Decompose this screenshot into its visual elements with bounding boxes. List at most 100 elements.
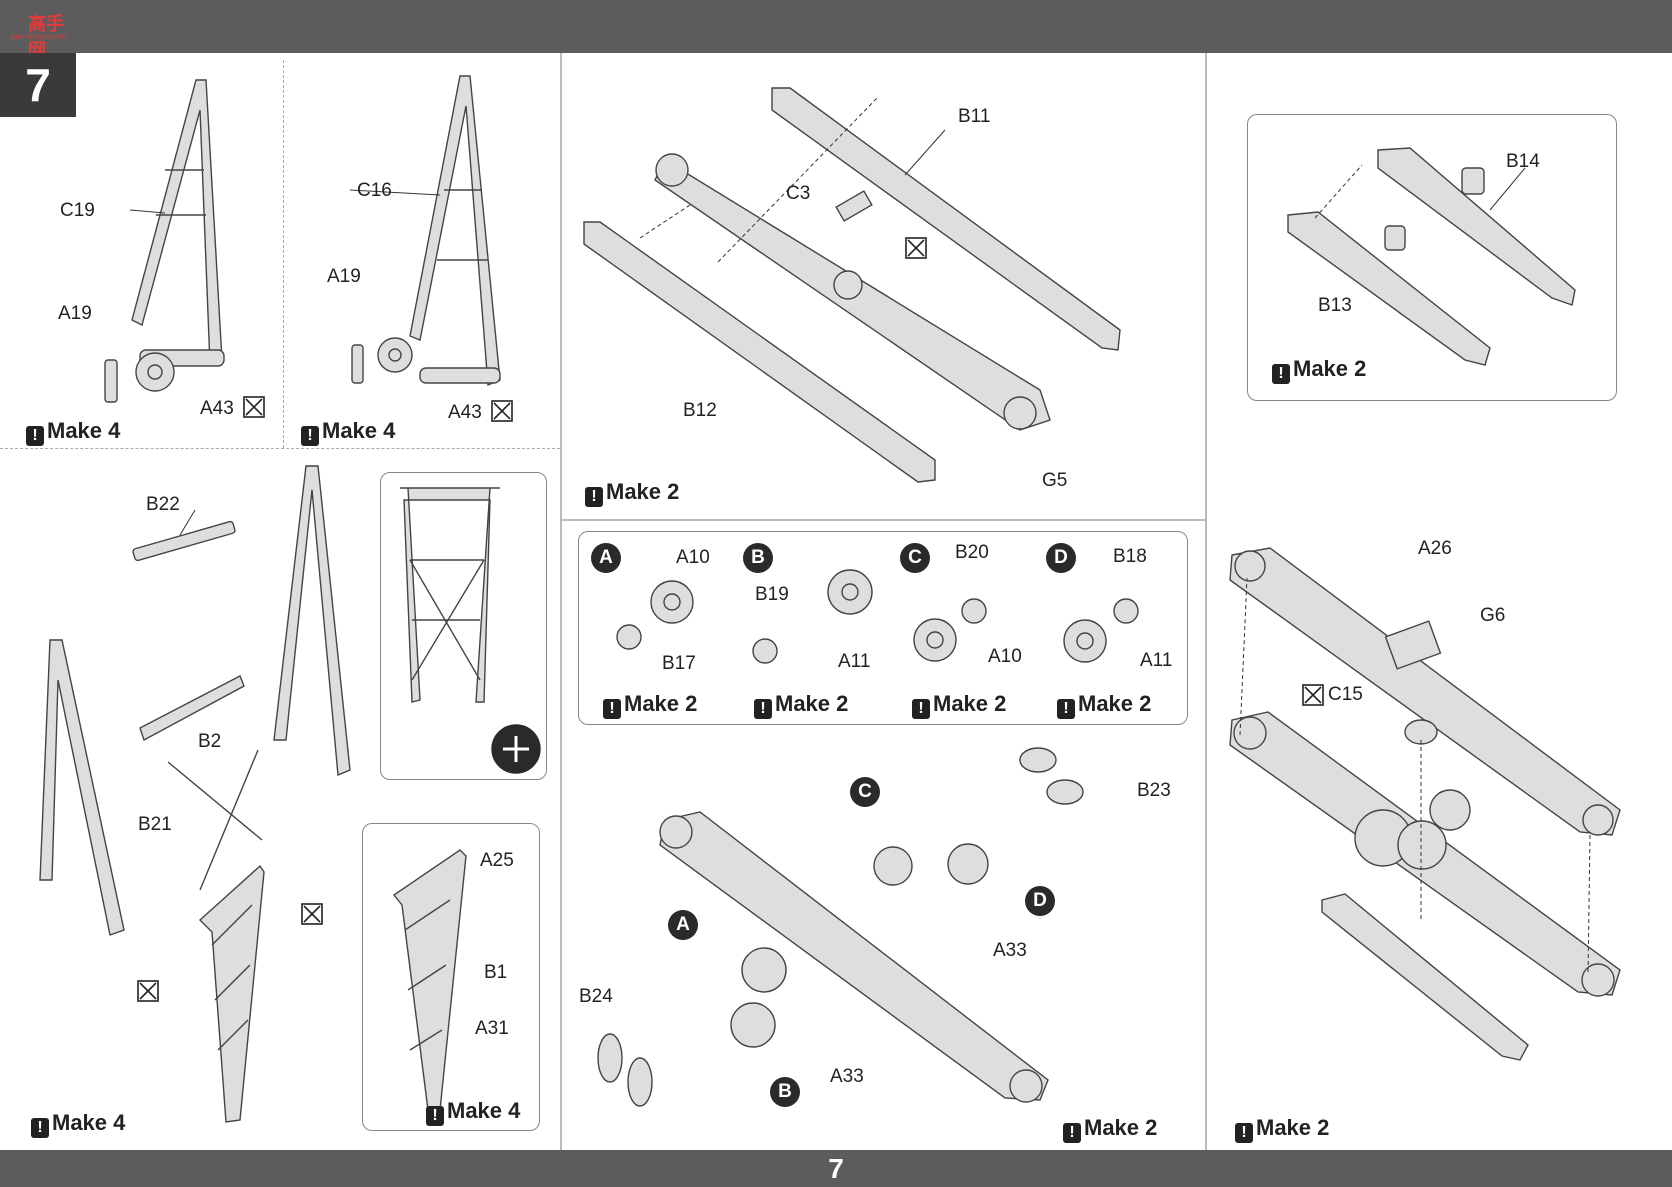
make-note: !Make 2 [754, 691, 848, 719]
make-note: !Make 4 [301, 418, 395, 446]
no-glue-icon [137, 980, 159, 1002]
watermark-url: gao-shou.com [10, 32, 67, 41]
callout-b: B [770, 1077, 800, 1107]
make-note: !Make 2 [603, 691, 697, 719]
part-b14 [1377, 147, 1576, 306]
exclamation-icon: ! [301, 426, 319, 446]
label-b20: B20 [955, 542, 989, 563]
part-b22 [132, 520, 236, 562]
part-chassis-side [659, 811, 1049, 1101]
label-a26: A26 [1418, 538, 1452, 559]
part-frame-left [39, 639, 125, 936]
make-note: !Make 2 [912, 691, 1006, 719]
label-c19: C19 [60, 200, 95, 221]
label-c15: C15 [1328, 684, 1363, 705]
label-a43: A43 [200, 398, 234, 419]
make-note: !Make 4 [426, 1098, 520, 1126]
label-b24: B24 [579, 986, 613, 1007]
part-b23 [1019, 747, 1057, 773]
no-glue-icon [301, 903, 323, 925]
label-c3: C3 [786, 183, 811, 204]
exclamation-icon: ! [1272, 364, 1290, 384]
no-glue-icon [1302, 684, 1324, 706]
exclamation-icon: ! [912, 699, 930, 719]
label-b19: B19 [755, 584, 789, 605]
label-a19: A19 [327, 266, 361, 287]
part-b24 [597, 1033, 623, 1083]
part-base-right [1321, 893, 1529, 1061]
exclamation-icon: ! [31, 1118, 49, 1138]
exclamation-icon: ! [603, 699, 621, 719]
label-b11: B11 [958, 106, 991, 127]
label-g5: G5 [1042, 470, 1068, 491]
part-b11 [771, 87, 1121, 351]
page-number: 7 [828, 1153, 844, 1184]
label-b18: B18 [1113, 546, 1147, 567]
callout-c: C [850, 777, 880, 807]
part-b19 [752, 638, 778, 664]
callout-a: A [668, 910, 698, 940]
make-note: !Make 2 [1057, 691, 1151, 719]
part-c19-frame [131, 79, 223, 367]
label-a43: A43 [448, 402, 482, 423]
label-b21: B21 [138, 814, 172, 835]
no-glue-icon [243, 396, 265, 418]
make-note: !Make 2 [1272, 356, 1366, 384]
no-glue-icon [491, 400, 513, 422]
label-c16: C16 [357, 180, 392, 201]
top-bar [0, 0, 1672, 53]
no-glue-icon [905, 237, 927, 259]
subassembly-badge-d: D [1046, 543, 1076, 573]
part-a19-left [104, 359, 118, 403]
label-b13: B13 [1318, 295, 1352, 316]
exclamation-icon: ! [1057, 699, 1075, 719]
divider [1205, 53, 1207, 1150]
part-b12 [583, 221, 936, 483]
exclamation-icon: ! [426, 1106, 444, 1126]
label-a10: A10 [676, 547, 710, 568]
make-note: !Make 4 [26, 418, 120, 446]
label-b1: B1 [484, 962, 508, 983]
step-number: 7 [0, 53, 76, 117]
bottom-bar [0, 1150, 1672, 1187]
part-ladder-large [198, 864, 265, 1123]
make-note: !Make 2 [1063, 1115, 1157, 1143]
gear-c [873, 846, 913, 886]
exclamation-icon: ! [754, 699, 772, 719]
part-b1-ladder [392, 849, 467, 1111]
part-c16-base [419, 367, 501, 384]
part-b21 [167, 761, 263, 841]
part-c16-frame [409, 75, 501, 387]
part-b20 [961, 598, 987, 624]
label-g6: G6 [1480, 605, 1506, 626]
make-note: !Make 2 [1235, 1115, 1329, 1143]
part-a19-right [351, 344, 364, 384]
exclamation-icon: ! [585, 487, 603, 507]
label-a11: A11 [1140, 650, 1173, 671]
part-b17 [616, 624, 642, 650]
label-b14: B14 [1506, 151, 1540, 172]
subassembly-badge-a: A [591, 543, 621, 573]
label-b23: B23 [1137, 780, 1171, 801]
subassembly-box-bases [1247, 114, 1617, 401]
label-a31: A31 [475, 1018, 509, 1039]
label-a11: A11 [838, 651, 871, 672]
make-note: !Make 2 [585, 479, 679, 507]
label-b22: B22 [146, 494, 180, 515]
make-note: !Make 4 [31, 1110, 125, 1138]
divider [560, 519, 1205, 521]
label-a19: A19 [58, 303, 92, 324]
label-b12: B12 [683, 400, 717, 421]
label-b17: B17 [662, 653, 696, 674]
label-a10: A10 [988, 646, 1022, 667]
callout-d: D [1025, 886, 1055, 916]
label-a33: A33 [830, 1066, 864, 1087]
dashed-divider [0, 448, 560, 449]
part-g6 [1229, 547, 1621, 836]
part-b2 [139, 675, 245, 742]
exclamation-icon: ! [1063, 1123, 1081, 1143]
subassembly-badge-b: B [743, 543, 773, 573]
divider [560, 53, 562, 1150]
part-b18 [1113, 598, 1139, 624]
